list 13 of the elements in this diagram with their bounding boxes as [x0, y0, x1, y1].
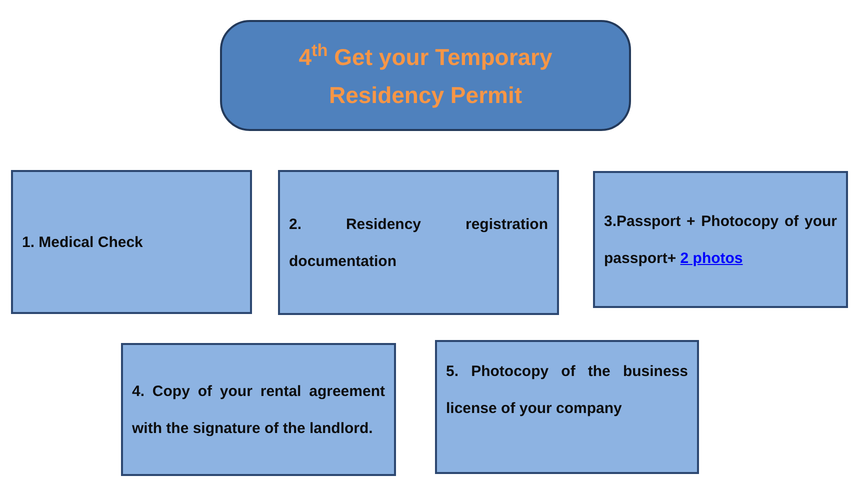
requirement-box: [121, 343, 396, 476]
requirement-text: 1. Medical Check: [22, 232, 144, 252]
photos-link: 2 photos: [680, 250, 743, 266]
requirement-box: [278, 170, 559, 315]
requirement-text: 3.Passport + Photocopy of your passport+ 2 photos: [604, 212, 837, 268]
requirement-text: 5. Photocopy of the business license of your company: [446, 362, 688, 419]
heading-banner: [220, 20, 631, 131]
requirement-box: [435, 340, 699, 474]
heading-text: 4$^{th}$ Get your Temporary Residency Permit: [298, 38, 554, 110]
requirement-text: 4. Copy of your rental agreement with the signature of the landlord.: [132, 382, 385, 438]
requirement-text: 2. Residency registration documentation: [289, 214, 548, 272]
requirement-box: [11, 170, 252, 314]
requirement-box: [593, 171, 848, 308]
